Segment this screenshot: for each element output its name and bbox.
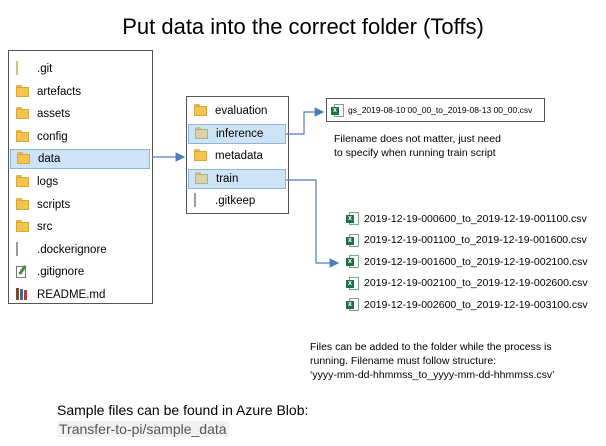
data-item-inference[interactable]: inference — [188, 123, 286, 144]
item-label: .gitignore — [37, 266, 85, 279]
train-note-line-1: Files can be added to the folder while t… — [310, 341, 552, 353]
train-file-label: 2019-12-19-000600_to_2019-12-19-001100.c… — [364, 212, 587, 225]
data-item-evaluation[interactable]: evaluation — [188, 101, 286, 121]
item-label: train — [216, 172, 239, 185]
root-item-data[interactable]: data — [10, 149, 150, 170]
item-label: artefacts — [37, 85, 82, 98]
file-icon — [16, 241, 30, 257]
books-icon — [16, 288, 30, 302]
root-item-scripts[interactable]: scripts — [10, 195, 150, 215]
inference-note-line-1: Filename does not matter, just need — [334, 133, 501, 145]
slide-title: Put data into the correct folder (Toffs) — [122, 14, 484, 39]
train-file-label: 2019-12-19-001100_to_2019-12-19-001600.c… — [364, 234, 587, 246]
train-file-item[interactable]: x 2019-12-19-002100_to_2019-12-19-002600.… — [346, 276, 588, 290]
train-note: Files can be added to the folder while t… — [310, 340, 554, 382]
train-file-label: 2019-12-19-001600_to_2019-12-19-002100.c… — [364, 255, 588, 268]
root-item-logs[interactable]: logs — [10, 172, 150, 192]
excel-csv-icon: x — [346, 298, 359, 311]
train-note-line-3: ‘yyyy-mm-dd-hhmmss_to_yyyy-mm-dd-hhmmss.… — [310, 369, 555, 381]
train-file-item[interactable]: x 2019-12-19-000600_to_2019-12-19-001100.… — [346, 212, 587, 225]
item-label: assets — [37, 108, 71, 121]
item-label: metadata — [215, 150, 263, 162]
data-folder-panel: evaluation inference metadata train .gitkeep — [186, 96, 289, 214]
item-label: .dockerignore — [37, 243, 107, 256]
root-folder-panel: .git artefacts assets config data logs scripts… — [8, 50, 153, 304]
train-file-item[interactable]: x 2019-12-19-002600_to_2019-12-19-003100.… — [346, 298, 588, 311]
arrow-train-to-files — [286, 179, 340, 268]
item-label: logs — [37, 176, 59, 188]
item-label: .git — [37, 63, 53, 75]
train-file-item[interactable]: x 2019-12-19-001100_to_2019-12-19-001600.… — [346, 233, 587, 247]
data-item-train[interactable]: train — [188, 168, 286, 189]
train-file-label: 2019-12-19-002100_to_2019-12-19-002600.c… — [364, 277, 588, 289]
inference-note-line-2: to specify when running train script — [334, 147, 496, 159]
sample-files-path[interactable]: Transfer-to-pi/sample_data — [57, 421, 229, 437]
root-item-assets[interactable]: assets — [10, 104, 150, 124]
root-item-src[interactable]: src — [10, 217, 150, 237]
item-label: scripts — [37, 198, 71, 211]
inference-file[interactable]: x gs_2019-08-10 00_00_to_2019-08-13 00_0… — [326, 98, 545, 122]
excel-csv-icon: x — [346, 233, 359, 247]
file-icon — [16, 61, 30, 76]
item-label: data — [38, 153, 61, 166]
root-item-config[interactable]: config — [10, 127, 150, 147]
train-file-item[interactable]: x 2019-12-19-001600_to_2019-12-19-002100.… — [346, 255, 588, 268]
item-label: src — [37, 221, 53, 234]
excel-csv-icon: x — [346, 255, 359, 268]
root-item-dot-git[interactable]: .git — [10, 59, 150, 79]
inference-file-label: gs_2019-08-10 00_00_to_2019-08-13 00_00.… — [348, 105, 533, 115]
train-file-label: 2019-12-19-002600_to_2019-12-19-003100.c… — [364, 298, 588, 311]
root-item-dot-gitignore[interactable]: .gitignore — [10, 262, 150, 282]
item-label: config — [37, 130, 68, 143]
data-item-dot-gitkeep[interactable]: .gitkeep — [188, 191, 286, 211]
item-label: inference — [216, 127, 264, 140]
sample-files-text: Sample files can be found in Azure Blob: — [57, 402, 309, 418]
arrow-inference-to-file — [286, 107, 325, 135]
root-item-artefacts[interactable]: artefacts — [10, 82, 150, 102]
file-icon — [194, 193, 208, 208]
data-item-metadata[interactable]: metadata — [188, 146, 286, 166]
inference-note: Filename does not matter, just need to s… — [334, 132, 501, 160]
excel-csv-icon: x — [346, 212, 359, 225]
train-note-line-2: running. Filename must follow structure: — [310, 355, 497, 367]
item-label: README.md — [37, 289, 106, 301]
excel-csv-icon: x — [346, 276, 359, 290]
root-item-dot-dockerignore[interactable]: .dockerignore — [10, 240, 150, 260]
root-item-readme-md[interactable]: README.md — [10, 285, 150, 305]
item-label: evaluation — [215, 105, 268, 117]
excel-csv-icon: x — [331, 103, 344, 117]
item-label: .gitkeep — [215, 195, 256, 207]
